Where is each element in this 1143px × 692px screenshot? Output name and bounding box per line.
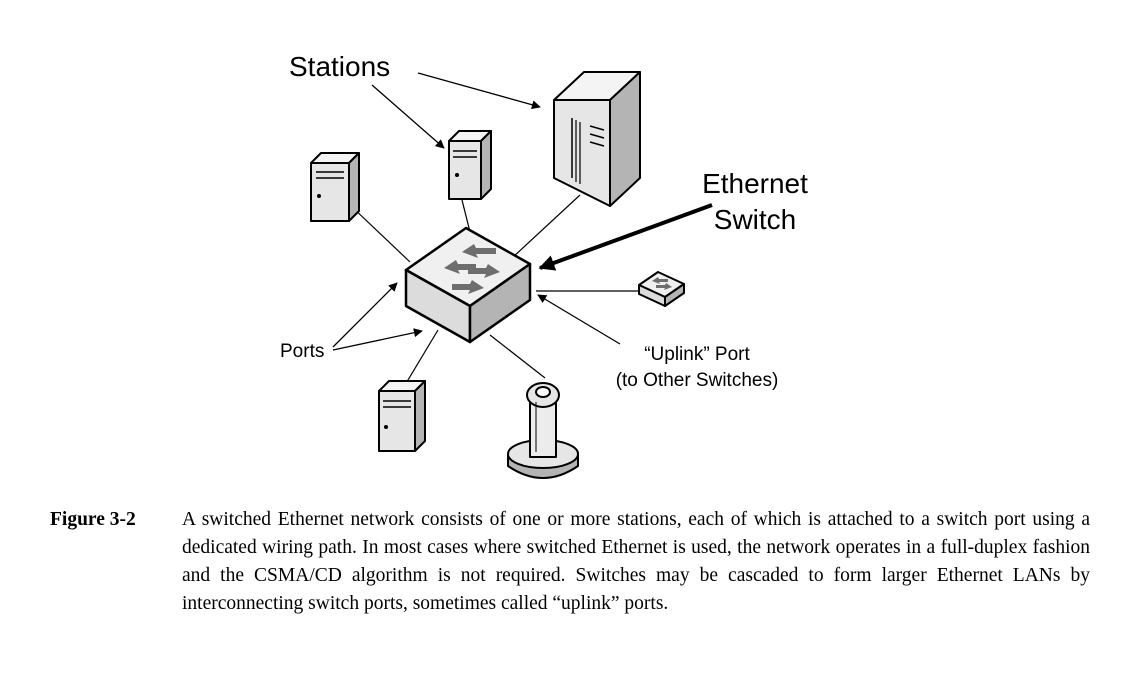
- ports-label: Ports: [280, 341, 324, 362]
- link-left-station: [349, 204, 411, 263]
- switch-label-line1: Ethernet: [702, 168, 808, 199]
- figure-caption: Figure 3-2 A switched Ethernet network c…: [50, 506, 1090, 618]
- station-tower-top: [448, 130, 492, 200]
- uplink-label-line1: “Uplink” Port: [644, 344, 750, 365]
- link-phone: [489, 334, 546, 379]
- uplink-switch: [638, 271, 685, 307]
- link-server: [511, 194, 581, 259]
- link-bottom-station: [404, 329, 439, 386]
- switch-arrows-icon: [444, 244, 500, 294]
- connection-lines: [349, 194, 638, 386]
- figure-caption-text: A switched Ethernet network consists of …: [182, 509, 1090, 614]
- station-server: [553, 71, 641, 207]
- stations-arrow-to-server: [417, 72, 541, 110]
- ports-arrow-lower: [332, 328, 423, 351]
- ports-arrow-upper: [332, 282, 398, 348]
- switch-callout-arrow: [538, 203, 713, 271]
- uplink-port-arrow: [537, 294, 621, 345]
- switch-label-line2: Switch: [714, 204, 796, 235]
- figure-number: Figure 3-2: [50, 509, 136, 530]
- stations-arrow-to-tower: [371, 84, 445, 149]
- phone-station: [507, 382, 579, 479]
- station-tower-bottom: [378, 380, 426, 452]
- annotation-arrows: [332, 72, 713, 351]
- stations-label: Stations: [289, 51, 390, 82]
- station-tower-left: [310, 152, 360, 222]
- ethernet-switch: [404, 226, 532, 344]
- uplink-label-line2: (to Other Switches): [616, 370, 779, 391]
- network-diagram: Stations Ethernet Switch Ports “Uplink” …: [280, 51, 808, 479]
